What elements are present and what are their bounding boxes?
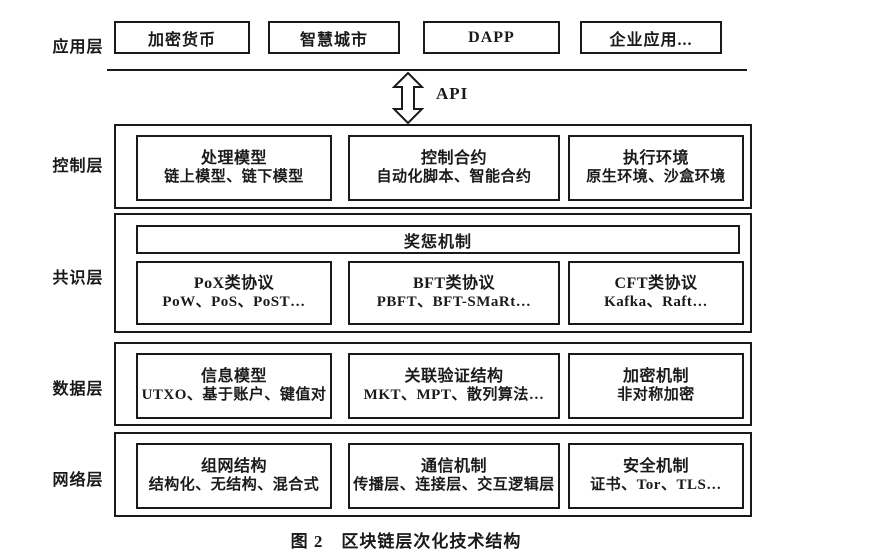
box-subtitle: UTXO、基于账户、键值对 (141, 387, 327, 403)
box-subtitle: 自动化脚本、智能合约 (376, 169, 532, 185)
box-title: 执行环境 (622, 150, 689, 167)
control-layer-box: 处理模型 链上模型、链下模型 控制合约 自动化脚本、智能合约 执行环境 原生环境… (114, 124, 752, 209)
box-subtitle: 结构化、无结构、混合式 (148, 477, 320, 493)
data-box-encryption: 加密机制 非对称加密 (568, 353, 744, 419)
box-title: 关联验证结构 (404, 368, 504, 385)
box-subtitle: MKT、MPT、散列算法… (363, 387, 545, 403)
layer-label-control: 控制层 (52, 158, 104, 175)
data-box-verify-structure: 关联验证结构 MKT、MPT、散列算法… (348, 353, 560, 419)
box-subtitle: 链上模型、链下模型 (164, 169, 304, 185)
app-box-smart-city: 智慧城市 (268, 21, 400, 54)
network-layer-box: 组网结构 结构化、无结构、混合式 通信机制 传播层、连接层、交互逻辑层 安全机制… (114, 432, 752, 517)
layer-label-network: 网络层 (52, 472, 104, 489)
app-box-enterprise: 企业应用... (580, 21, 722, 54)
box-subtitle: 传播层、连接层、交互逻辑层 (353, 477, 555, 493)
box-title: 组网结构 (200, 458, 267, 475)
api-double-arrow-icon (392, 72, 424, 124)
consensus-box-pox: PoX类协议 PoW、PoS、PoST… (136, 261, 332, 325)
network-box-security: 安全机制 证书、Tor、TLS… (568, 443, 744, 509)
box-subtitle: 非对称加密 (617, 387, 695, 403)
box-subtitle: Kafka、Raft… (604, 294, 708, 310)
layer-label-consensus: 共识层 (52, 270, 104, 287)
box-title: BFT类协议 (412, 275, 496, 292)
application-separator-line (107, 69, 747, 71)
figure-caption: 图 2 区块链层次化技术结构 (290, 532, 522, 551)
layer-label-application: 应用层 (52, 39, 104, 56)
api-label: API (436, 84, 469, 103)
layer-label-data: 数据层 (52, 381, 104, 398)
network-box-topology: 组网结构 结构化、无结构、混合式 (136, 443, 332, 509)
data-box-info-model: 信息模型 UTXO、基于账户、键值对 (136, 353, 332, 419)
box-subtitle: PoW、PoS、PoST… (162, 294, 306, 310)
box-title: PoX类协议 (193, 275, 275, 292)
consensus-box-cft: CFT类协议 Kafka、Raft… (568, 261, 744, 325)
box-title: 安全机制 (622, 458, 689, 475)
consensus-box-bft: BFT类协议 PBFT、BFT-SMaRt… (348, 261, 560, 325)
control-box-control-contract: 控制合约 自动化脚本、智能合约 (348, 135, 560, 201)
control-box-processing-model: 处理模型 链上模型、链下模型 (136, 135, 332, 201)
app-box-cryptocurrency: 加密货币 (114, 21, 250, 54)
data-layer-box: 信息模型 UTXO、基于账户、键值对 关联验证结构 MKT、MPT、散列算法… … (114, 342, 752, 426)
box-title: 通信机制 (420, 458, 487, 475)
app-box-dapp: DAPP (423, 21, 560, 54)
box-title: 加密机制 (622, 368, 689, 385)
consensus-layer-box: 奖惩机制 PoX类协议 PoW、PoS、PoST… BFT类协议 PBFT、BF… (114, 213, 752, 333)
control-box-execution-env: 执行环境 原生环境、沙盒环境 (568, 135, 744, 201)
network-box-communication: 通信机制 传播层、连接层、交互逻辑层 (348, 443, 560, 509)
box-title: CFT类协议 (614, 275, 698, 292)
consensus-banner-incentive: 奖惩机制 (136, 225, 740, 254)
box-title: 处理模型 (200, 150, 267, 167)
box-subtitle: 证书、Tor、TLS… (590, 477, 722, 493)
box-title: 控制合约 (420, 150, 487, 167)
box-subtitle: PBFT、BFT-SMaRt… (376, 294, 532, 310)
box-subtitle: 原生环境、沙盒环境 (586, 169, 726, 185)
box-title: 信息模型 (200, 368, 267, 385)
